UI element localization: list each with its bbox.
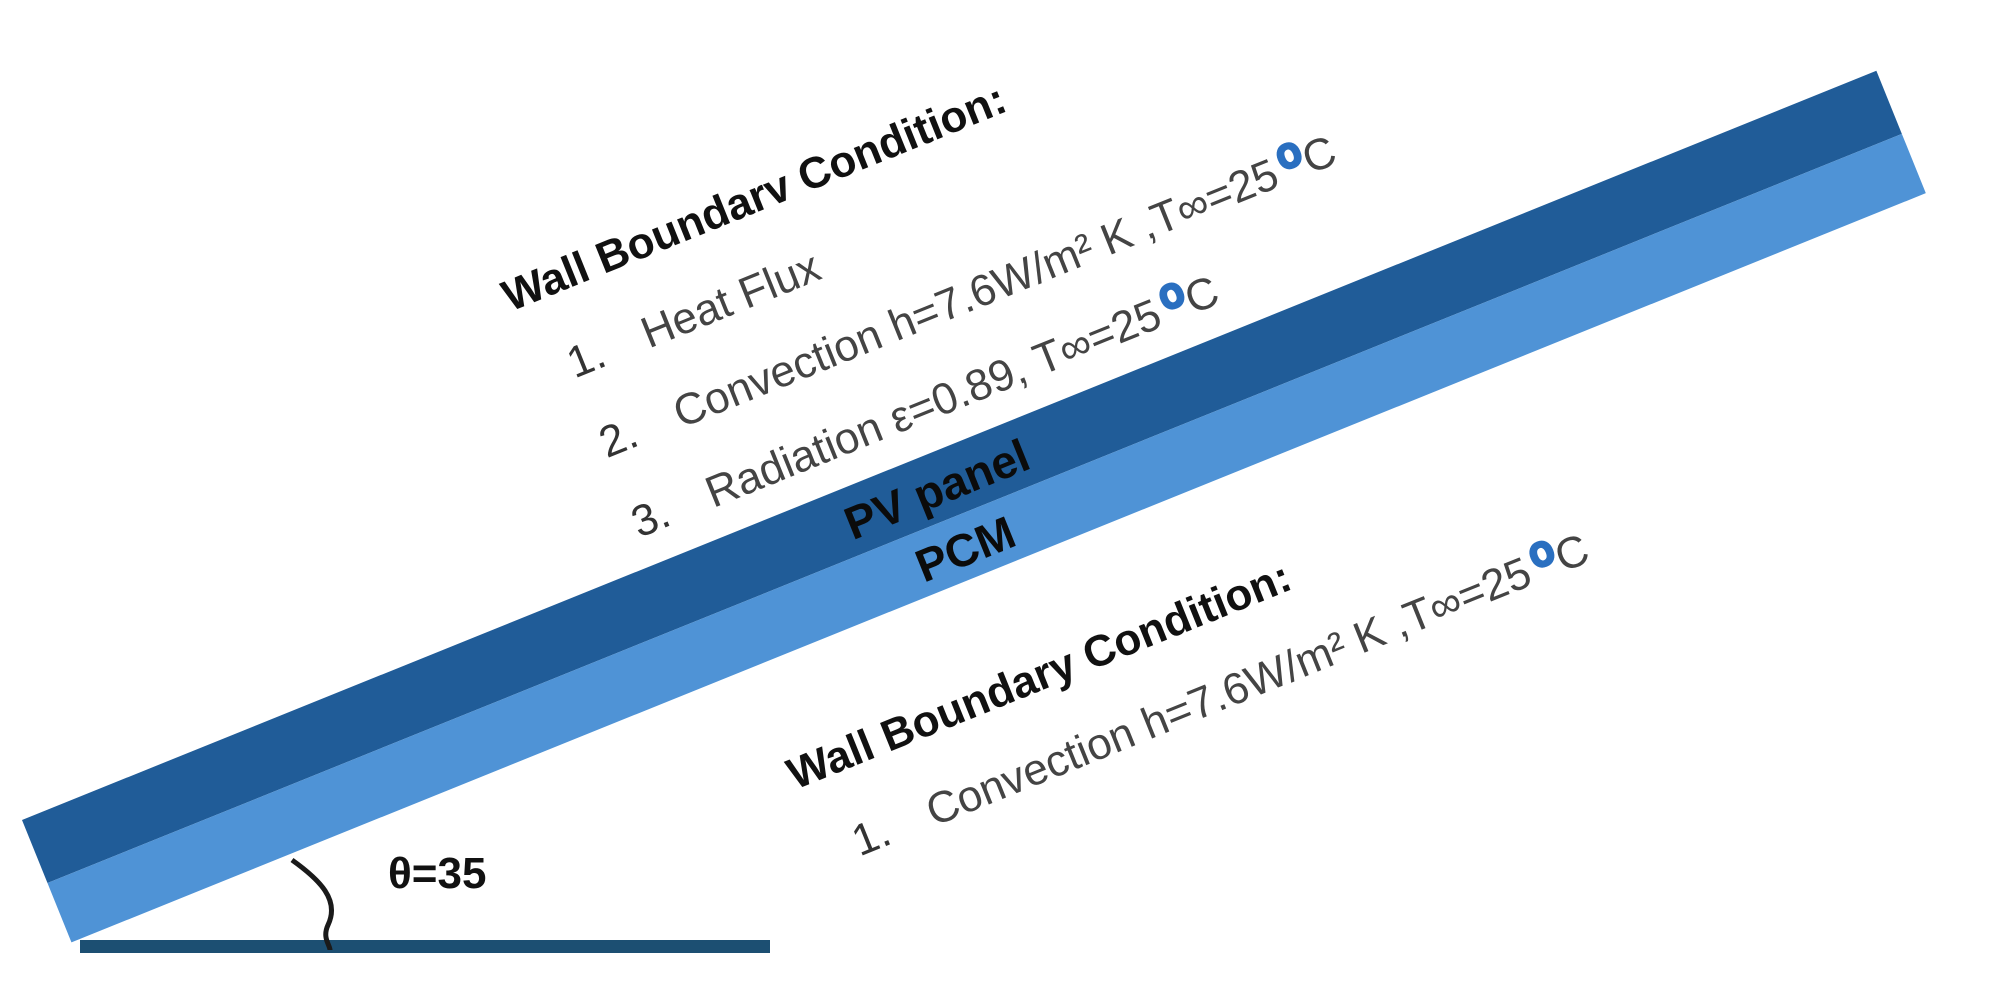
top-item-3-unit: C	[1178, 266, 1226, 323]
angle-arc	[290, 857, 335, 951]
top-item-2-unit: C	[1295, 126, 1343, 183]
angle-label: θ=35	[388, 849, 486, 898]
top-item-1-number: 1.	[560, 329, 612, 388]
top-item-2-number: 2.	[592, 408, 644, 467]
pv-panel-layer	[22, 70, 1902, 884]
pcm-layer	[47, 133, 1926, 943]
bottom-item-1-number: 1.	[845, 807, 897, 866]
bottom-item-1-unit: C	[1548, 525, 1596, 582]
ground-line	[80, 940, 770, 953]
top-item-3-number: 3.	[624, 488, 676, 547]
